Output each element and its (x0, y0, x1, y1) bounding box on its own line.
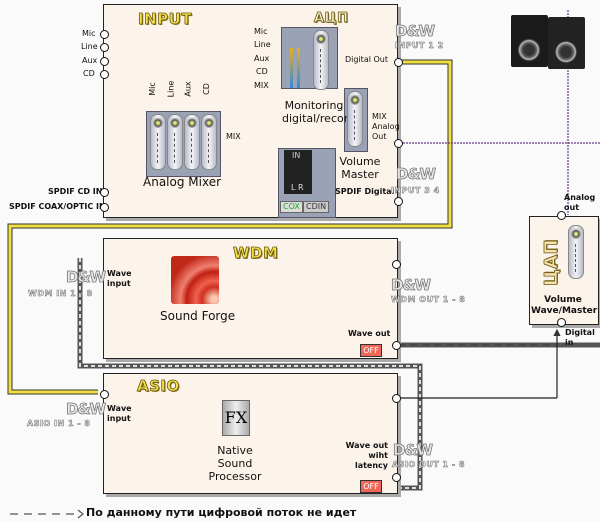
cox-button[interactable]: COX (280, 201, 303, 213)
dac-analog-out-port[interactable] (557, 211, 566, 220)
input-title: INPUT (138, 10, 193, 29)
wdm-wave-out-port[interactable] (392, 341, 401, 350)
dac-volume-label: Volume Wave/Master (531, 295, 598, 316)
fader-knob-icon (187, 118, 197, 128)
analog-out-port[interactable] (394, 139, 403, 148)
ch-mic-label: Mic (147, 82, 157, 96)
fader-knob-icon (571, 229, 581, 239)
adc-in-line: Line (254, 40, 271, 49)
level-meter-icon (297, 48, 300, 88)
mixer-fader-aux[interactable] (184, 114, 200, 170)
asio-out-port[interactable] (392, 394, 401, 403)
dac-volume-fader[interactable] (568, 225, 584, 279)
input-mic-label: Mic (82, 29, 96, 38)
input12-label: INPUT 1 2 (395, 41, 444, 51)
fader-knob-icon (350, 95, 360, 105)
asio-wave-input-port[interactable] (100, 390, 109, 399)
cdin-button[interactable]: CDIN (303, 201, 330, 213)
input34-label: INPUT 3 4 (391, 186, 440, 196)
asio-panel (103, 373, 398, 494)
analog-out-label: Analog out (564, 193, 596, 212)
spdif-digital-label: SPDIF Digital (335, 187, 395, 196)
dac-panel (529, 216, 599, 325)
level-meter-icon (290, 48, 293, 88)
spdif-coax-jack[interactable] (100, 203, 109, 212)
wdm-out-label: WDM OUT 1 - 8 (391, 295, 466, 305)
line-jack[interactable] (100, 43, 109, 52)
adc-title: АЦП (314, 11, 349, 27)
spdif-cd-jack[interactable] (100, 188, 109, 197)
adc-in-mix: MIX (254, 81, 269, 90)
spdif-coax-in-label: SPDIF COAX/OPTIC IN (9, 202, 106, 211)
wdm-title: WDM (233, 244, 279, 263)
fader-knob-icon (170, 118, 180, 128)
spdif-lr-label: L R (291, 183, 304, 192)
spdif-in-label: IN (292, 151, 301, 160)
speaker-left-icon (511, 15, 548, 67)
cd-jack[interactable] (100, 70, 109, 79)
fx-plugin-icon: FX (222, 400, 250, 436)
asio-title: ASIO (137, 377, 180, 396)
digital-in-label: Digital in (565, 328, 595, 347)
wdm-out-top-port[interactable] (392, 260, 401, 269)
legend-text: По данному пути цифровой поток не идет (86, 506, 357, 519)
dsw-logo-wdm-out: D&W (391, 276, 432, 295)
spdif-cd-in-label: SPDIF CD IN (48, 187, 103, 196)
adc-in-aux: Aux (254, 54, 270, 63)
fader-knob-icon (316, 34, 326, 44)
dsw-logo-input12: D&W (395, 22, 436, 41)
dac-title: ЦАП (541, 238, 563, 287)
fader-knob-icon (153, 118, 163, 128)
input12-port[interactable] (394, 58, 403, 67)
spdif-display (284, 150, 312, 194)
adc-fader[interactable] (313, 30, 329, 90)
dsw-logo-asio-in: D&W (66, 400, 107, 419)
speaker-right-icon (548, 17, 585, 69)
wdm-off-button[interactable]: OFF (360, 344, 382, 357)
digital-out-label: Digital Out (345, 55, 388, 64)
asio-wave-input-label: Wave input (107, 404, 132, 423)
aux-jack[interactable] (100, 57, 109, 66)
adc-in-mic: Mic (254, 27, 268, 36)
mixer-fader-cd[interactable] (201, 114, 217, 170)
wdm-panel (103, 238, 398, 359)
volume-master-label: Volume Master (339, 155, 381, 181)
input34-port[interactable] (394, 197, 403, 206)
mic-jack[interactable] (100, 30, 109, 39)
asio-wave-out-label: Wave out wiht latency (345, 441, 388, 470)
dsw-logo-asio-out: D&W (393, 441, 434, 460)
native-sound-processor-label: Native Sound Processor (208, 444, 262, 483)
asio-wave-out-port[interactable] (392, 473, 401, 482)
mix-analog-out-label: MIX Analog Out (372, 112, 400, 141)
adc-in-cd: CD (256, 67, 268, 76)
ch-line-label: Line (166, 80, 176, 98)
volume-master-fader[interactable] (347, 91, 363, 147)
input-aux-label: Aux (82, 56, 98, 65)
input-cd-label: CD (83, 69, 95, 78)
dac-digital-in-port[interactable] (557, 318, 566, 327)
wdm-in-label: WDM IN 1 - 8 (28, 289, 93, 299)
fader-knob-icon (204, 118, 214, 128)
mixer-fader-line[interactable] (167, 114, 183, 170)
ch-cd-label: CD (201, 83, 211, 95)
mixer-fader-mic[interactable] (150, 114, 166, 170)
input-line-label: Line (81, 42, 98, 51)
ch-aux-label: Aux (183, 81, 193, 97)
asio-off-button[interactable]: OFF (360, 480, 382, 493)
monitoring-label: Monitoring digital/record (282, 99, 356, 125)
asio-out-label: ASIO OUT 1 - 8 (392, 460, 466, 470)
dsw-logo-wdm-in: D&W (66, 268, 107, 287)
dsw-logo-input34: D&W (396, 165, 437, 184)
wdm-wave-out-label: Wave out (348, 329, 391, 338)
sound-forge-label: Sound Forge (160, 309, 236, 323)
mix-label: MIX (226, 132, 241, 141)
wdm-wave-input-label: Wave input (107, 269, 132, 288)
sound-forge-icon (171, 256, 219, 304)
asio-in-label: ASIO IN 1 - 8 (27, 419, 91, 429)
mixer-label: Analog Mixer (143, 175, 222, 189)
